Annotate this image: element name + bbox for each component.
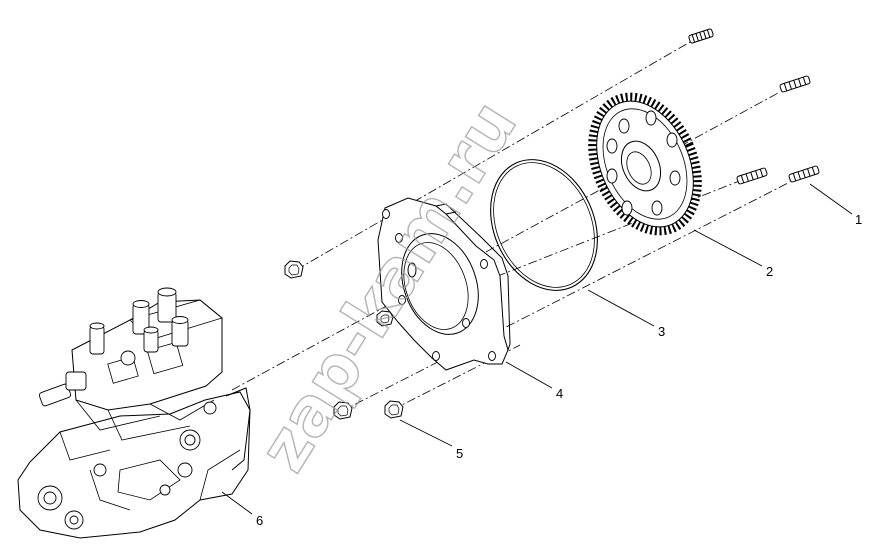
pump-body-detail-lines <box>59 341 241 511</box>
callout-2: 2 <box>766 264 773 279</box>
o-ring-part-3[interactable] <box>471 143 618 308</box>
pump-outlet-fittings <box>38 287 189 407</box>
hex-nut-lower <box>333 401 353 420</box>
callout-4: 4 <box>556 386 563 401</box>
callout-5: 5 <box>456 446 463 461</box>
leader-lines <box>221 183 853 515</box>
flange-bolt-holes <box>382 209 496 361</box>
hex-nut-right <box>384 400 404 419</box>
fuel-pump-part-6[interactable] <box>17 287 251 539</box>
stud-middle <box>736 167 768 185</box>
stud-right <box>788 165 820 183</box>
callout-3: 3 <box>658 324 665 339</box>
callout-1: 1 <box>855 212 862 227</box>
drive-gear-part-2[interactable] <box>573 81 718 248</box>
hex-nuts-part-5[interactable] <box>284 260 404 420</box>
stud-upper-right <box>779 75 811 93</box>
stud-part-1[interactable] <box>688 28 820 185</box>
hex-nut-upper <box>284 260 304 279</box>
adapter-flange-part-4[interactable] <box>377 197 511 371</box>
callout-labels: 1 2 3 4 5 6 <box>256 212 862 528</box>
stud-top <box>688 28 714 44</box>
gear-lightening-holes <box>606 110 681 216</box>
hex-nut-flange <box>376 310 394 327</box>
callout-6: 6 <box>256 513 263 528</box>
pump-ports <box>37 350 217 530</box>
